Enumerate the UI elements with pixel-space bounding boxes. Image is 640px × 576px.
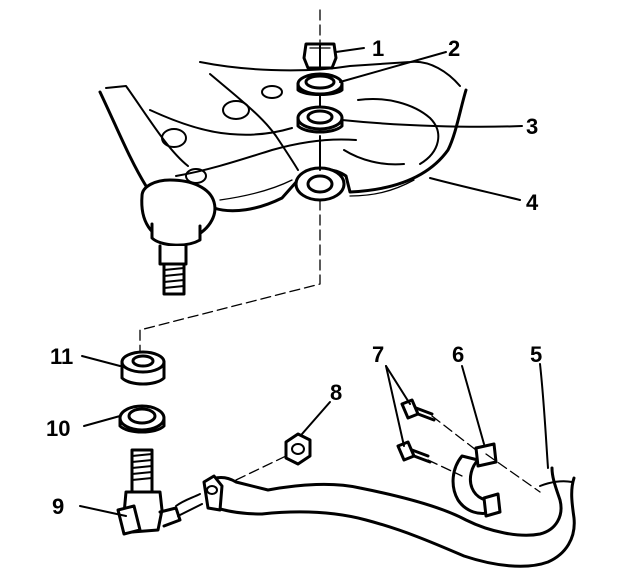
bushing-6: [451, 442, 541, 518]
retainer-2: [296, 72, 344, 96]
callout-10: 10: [46, 416, 70, 441]
ball-joint: [140, 178, 217, 296]
retainer-10: [118, 404, 166, 434]
callout-7: 7: [372, 342, 384, 367]
callout-leaders: [79, 47, 549, 517]
bolts-7: [396, 398, 477, 477]
link-bolt-9: [116, 448, 203, 536]
callout-1: 1: [372, 36, 384, 61]
nut-1: [302, 42, 338, 70]
callout-4: 4: [526, 190, 539, 215]
insulator-3: [296, 105, 344, 134]
callout-3: 3: [526, 114, 538, 139]
callout-9: 9: [52, 494, 64, 519]
nut-8: [235, 432, 312, 481]
callout-8: 8: [330, 380, 342, 405]
callout-6: 6: [452, 342, 464, 367]
stabilizer-bar-5: [202, 466, 576, 568]
insulator-11: [120, 350, 166, 386]
callout-2: 2: [448, 36, 460, 61]
callout-5: 5: [530, 342, 542, 367]
callout-11: 11: [50, 344, 73, 369]
